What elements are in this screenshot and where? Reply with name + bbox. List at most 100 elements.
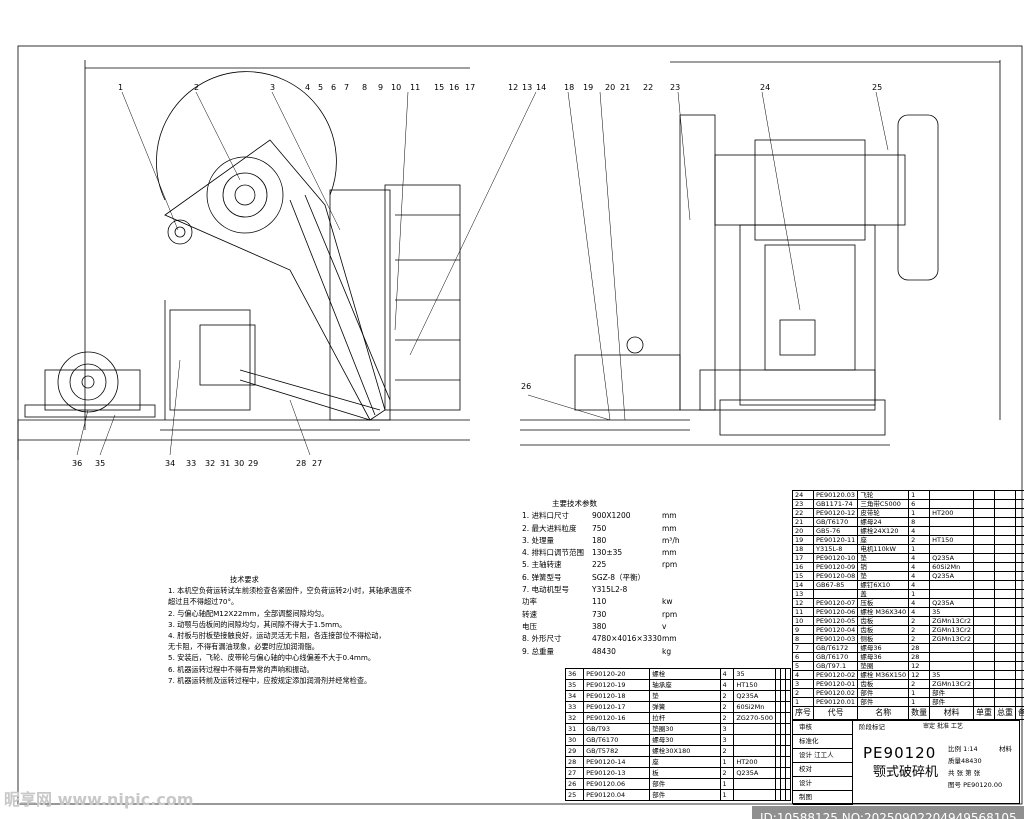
label-35: 35 — [95, 459, 106, 468]
table-cell: 28 — [908, 643, 931, 653]
table-cell — [993, 607, 1016, 617]
param-cell: 225 — [592, 560, 607, 570]
requirement-item: 4. 肘板与肘板垫接触良好，运动灵活无卡阻，各连接部位不得松动， — [168, 631, 386, 641]
table-cell: 3 — [719, 734, 735, 746]
table-cell — [784, 712, 792, 724]
process-label: 工艺 — [950, 723, 963, 730]
table-cell: Q235A — [929, 598, 974, 608]
param-cell: mm — [662, 548, 677, 558]
table-cell: 12 — [908, 670, 931, 680]
table-header-cell: 名称 — [857, 706, 910, 720]
table-cell: Q235A — [929, 553, 974, 563]
requirement-item: 7. 机器运转前及运转过程中，应按规定添加润滑剂并经常检查。 — [168, 675, 372, 685]
param-cell: 转速 — [522, 609, 537, 619]
label-26: 26 — [521, 382, 532, 391]
table-cell — [993, 535, 1016, 545]
table-cell — [784, 679, 792, 691]
material: 材料 — [999, 745, 1012, 753]
table-cell: 8 — [908, 517, 931, 527]
requirement-item: 6. 机器运转过程中不得有异常的声响和振动。 — [168, 664, 314, 674]
table-cell — [1014, 544, 1024, 554]
label-23: 23 — [670, 83, 681, 92]
table-cell: 4 — [908, 607, 931, 617]
table-cell: PE90120-08 — [812, 571, 859, 581]
param-cell: 180 — [592, 535, 607, 545]
table-cell: 部件 — [857, 697, 910, 707]
table-cell: GB/T5782 — [583, 745, 651, 757]
table-cell: 2 — [719, 712, 735, 724]
table-cell: 35 — [733, 668, 776, 680]
table-cell — [784, 756, 792, 768]
table-cell: Q235A — [733, 767, 776, 779]
table-cell — [1014, 535, 1024, 545]
table-cell — [733, 789, 776, 801]
table-cell: 部件 — [929, 688, 974, 698]
table-cell: PE90120-05 — [812, 616, 859, 626]
table-cell — [784, 734, 792, 746]
table-cell: 35 — [929, 607, 974, 617]
title-block-row: 标准化 — [793, 735, 853, 749]
table-cell: 电机110kW — [857, 544, 910, 554]
table-cell — [929, 652, 974, 662]
table-cell: 25 — [564, 789, 585, 801]
param-cell: 750 — [592, 523, 607, 533]
table-cell — [993, 589, 1016, 599]
table-cell: 9 — [792, 625, 814, 635]
table-cell: 11 — [792, 607, 814, 617]
table-cell — [993, 652, 1016, 662]
table-cell — [993, 616, 1016, 626]
label-27: 27 — [312, 459, 323, 468]
table-cell: 2 — [719, 767, 735, 779]
model-number: PE90120 — [863, 744, 937, 762]
table-cell — [972, 508, 995, 518]
table-cell — [972, 526, 995, 536]
table-cell — [929, 580, 974, 590]
table-cell: PE90120-07 — [812, 598, 859, 608]
table-header-cell: 序号 — [792, 706, 814, 720]
table-cell — [993, 661, 1016, 671]
table-cell: ZGMn13Cr2 — [929, 634, 974, 644]
table-header-cell: 总重 — [993, 706, 1016, 720]
table-cell: 垫 — [857, 553, 910, 563]
table-cell: 1 — [719, 756, 735, 768]
table-cell — [929, 526, 974, 536]
label-16: 16 — [449, 83, 460, 92]
table-cell: 部件 — [929, 697, 974, 707]
weight: 质量48430 — [948, 757, 982, 765]
table-header-cell: 单重 — [972, 706, 995, 720]
table-cell — [972, 499, 995, 509]
param-cell: rpm — [662, 560, 678, 570]
table-cell: 33 — [564, 701, 585, 713]
table-cell: 1 — [908, 544, 931, 554]
table-cell: 13 — [792, 589, 814, 599]
table-cell: 4 — [908, 562, 931, 572]
table-cell: 螺栓 — [649, 668, 721, 680]
table-cell: 60Si2Mn — [733, 701, 776, 713]
table-cell: 4 — [908, 553, 931, 563]
label-20: 20 — [605, 83, 616, 92]
table-cell — [1014, 562, 1024, 572]
label-1: 1 — [118, 83, 124, 92]
table-cell — [972, 553, 995, 563]
table-cell — [972, 697, 995, 707]
param-cell: rpm — [662, 609, 678, 619]
table-cell: 5 — [792, 661, 814, 671]
label-31: 31 — [220, 459, 231, 468]
table-cell: 销 — [857, 562, 910, 572]
table-cell: PE90120-16 — [583, 712, 651, 724]
table-cell: 23 — [792, 499, 814, 509]
table-cell: 2 — [908, 625, 931, 635]
table-cell: 盖 — [857, 589, 910, 599]
table-header-row: 序号代号名称数量材料单重总重备注 — [792, 706, 1024, 720]
